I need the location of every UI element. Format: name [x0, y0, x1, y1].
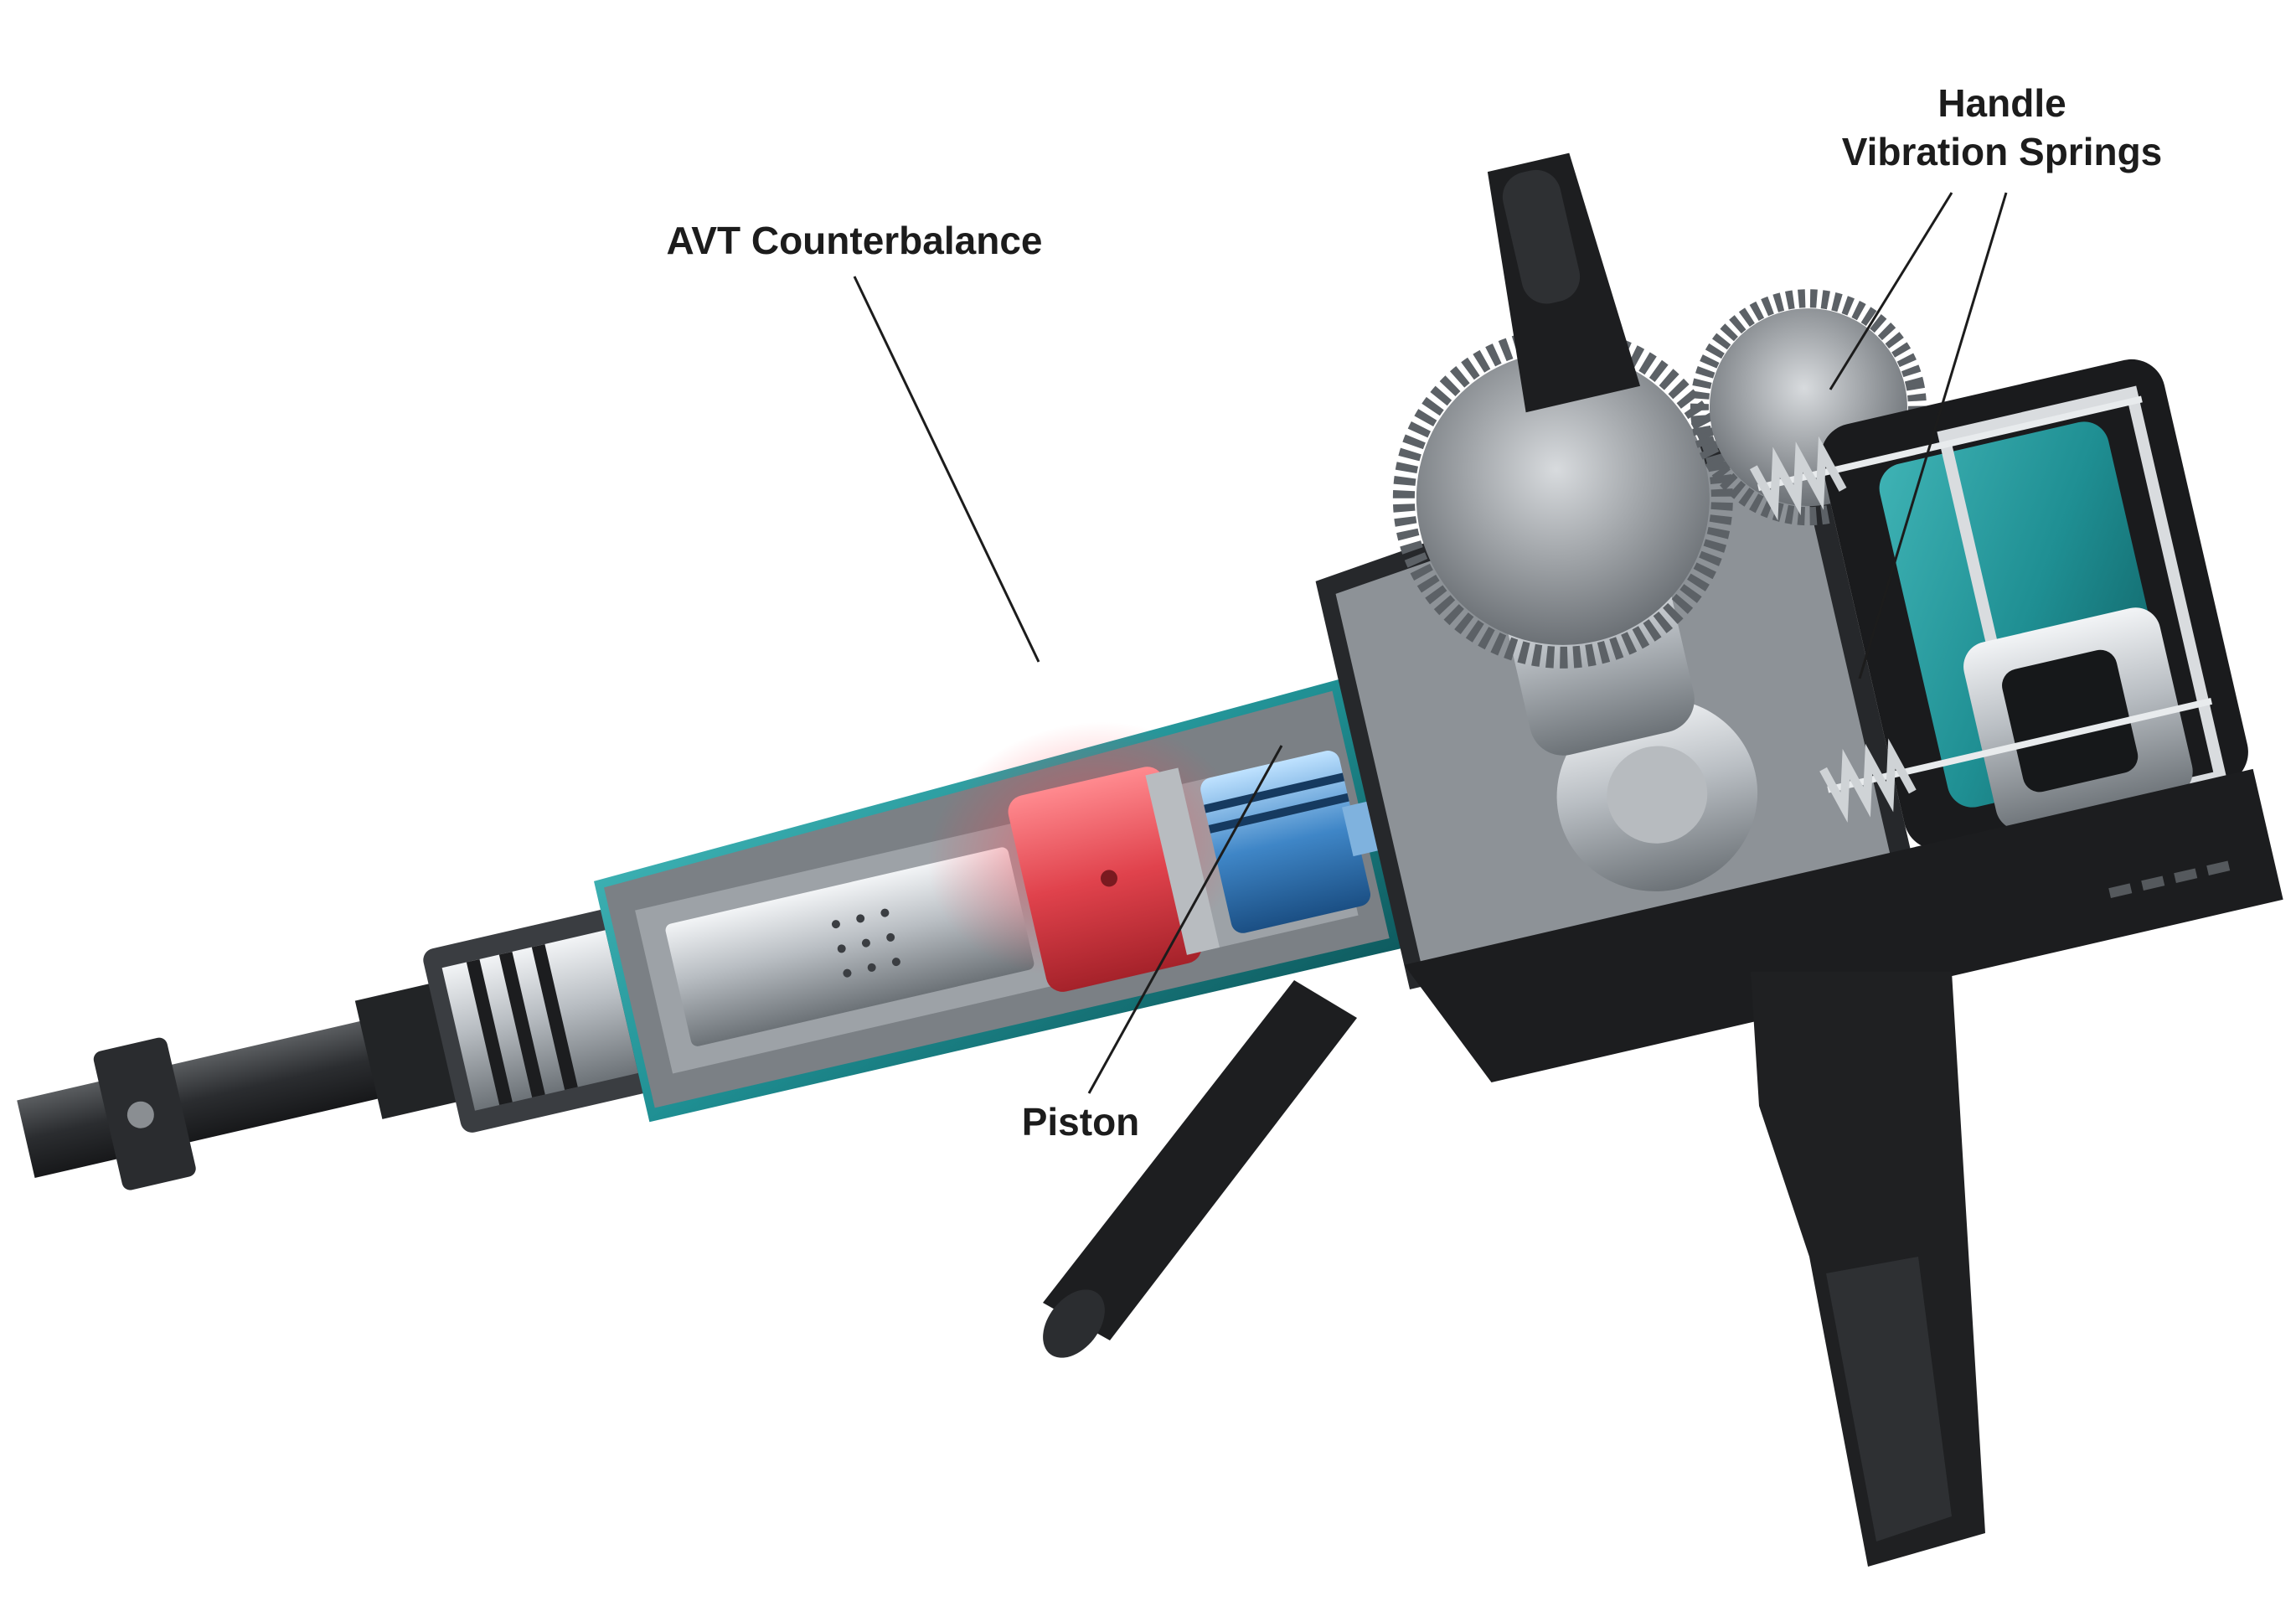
- leader-spring-upper: [1829, 192, 1953, 390]
- leader-avt: [853, 276, 1040, 663]
- upper-handle: [1487, 152, 1641, 413]
- tool-holder: [423, 908, 658, 1133]
- label-handle-line2: Vibration Springs: [1841, 130, 2163, 173]
- handle-vibration-springs: [1749, 395, 2213, 823]
- lower-housing: [1404, 768, 2283, 1082]
- label-handle-vibration-springs: Handle Vibration Springs: [1793, 79, 2211, 176]
- crank-housing: [1315, 430, 1917, 990]
- chisel-bit: [17, 978, 481, 1190]
- label-piston: Piston: [1021, 1100, 1140, 1144]
- label-avt-counterbalance: AVT Counterbalance: [666, 219, 1043, 262]
- leader-spring-lower: [1858, 192, 2008, 679]
- leader-piston: [1087, 745, 1283, 1094]
- label-handle-line1: Handle: [1937, 81, 2066, 125]
- avt-counterbalance: [927, 721, 1243, 992]
- tool-body: [17, 152, 2283, 1190]
- side-handle: [1043, 980, 1357, 1358]
- motor: [1820, 359, 2248, 850]
- main-grip: [1751, 972, 1985, 1567]
- drive-gears: [1392, 289, 1927, 669]
- leader-lines: [853, 192, 2008, 1094]
